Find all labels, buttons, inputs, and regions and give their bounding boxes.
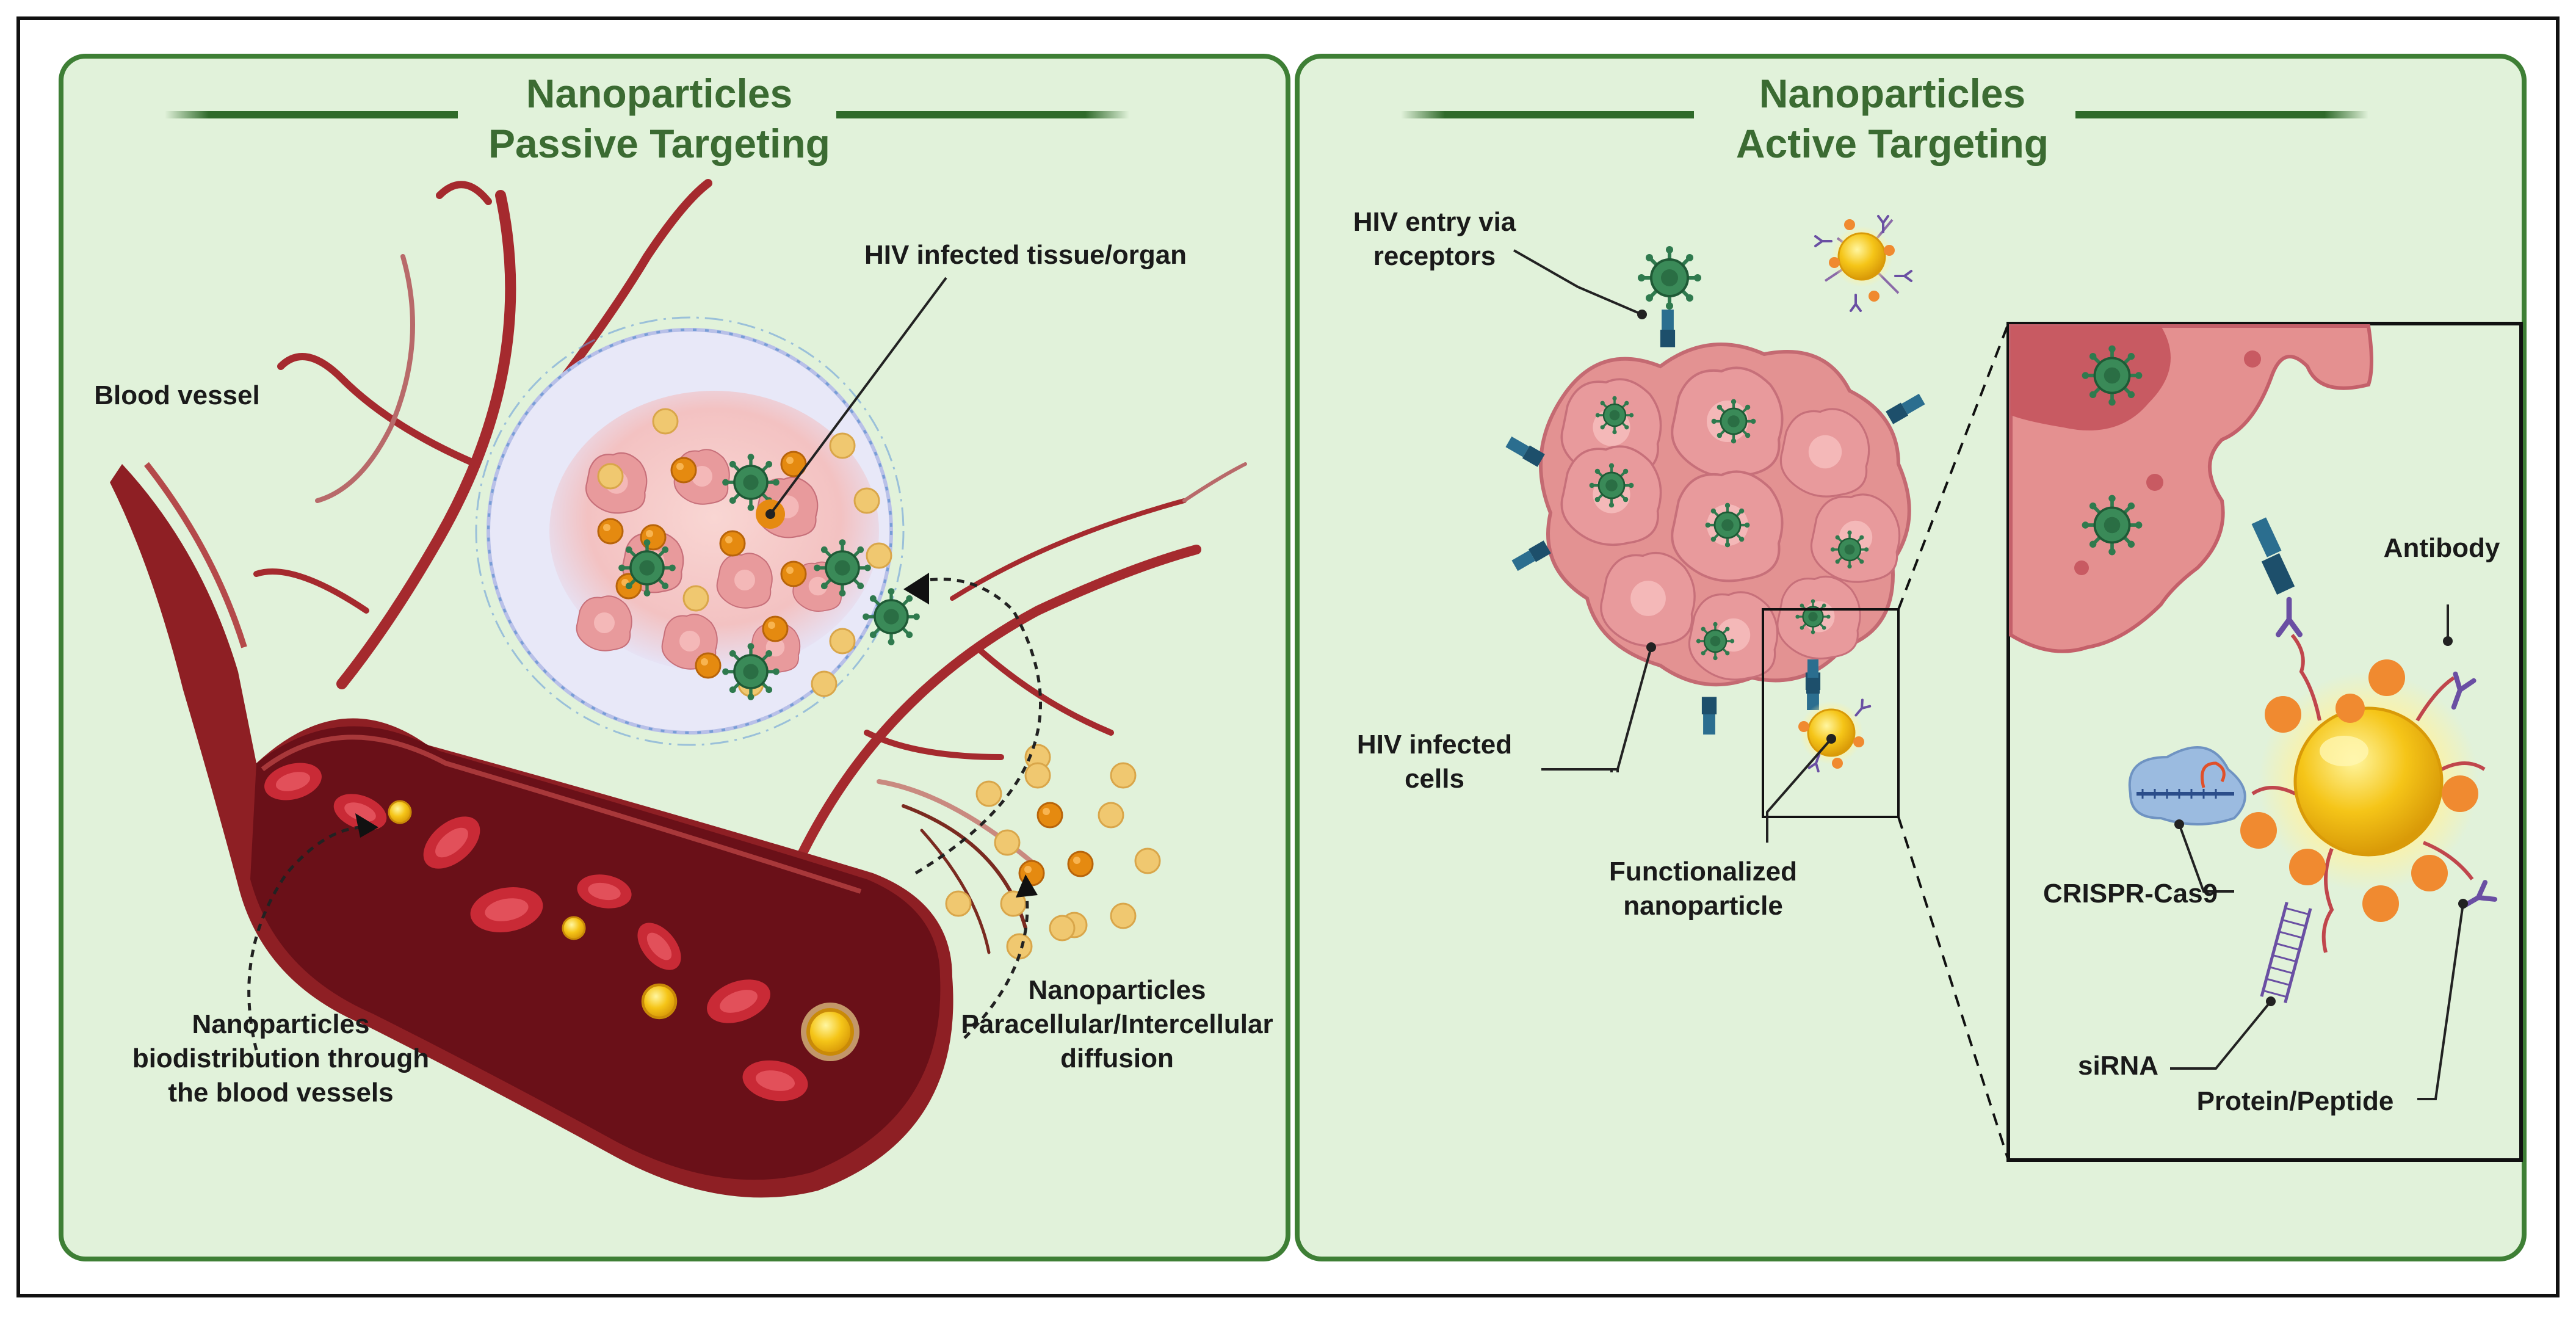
zoom-inset bbox=[2006, 322, 2523, 1162]
large-nanoparticle-icon bbox=[2240, 634, 2486, 953]
label-hiv-entry: HIV entry via receptors bbox=[1353, 207, 1516, 271]
panel-active bbox=[1295, 54, 2527, 1261]
zoom-lines bbox=[1897, 323, 2010, 1161]
inset-receptor bbox=[2251, 517, 2295, 595]
active-leaders bbox=[1513, 249, 2464, 1100]
small-functionalized-nanoparticle bbox=[1762, 608, 1900, 818]
panel-passive bbox=[59, 54, 1290, 1261]
label-hiv-tissue: HIV infected tissue/organ bbox=[864, 240, 1187, 270]
entering-virus-icon bbox=[1638, 246, 1701, 310]
infected-cell-cluster bbox=[1539, 343, 1911, 687]
crispr-cas9-icon bbox=[2128, 746, 2246, 825]
label-antibody: Antibody bbox=[2383, 533, 2500, 563]
floating-nanoparticle-icon bbox=[1814, 215, 1912, 312]
label-hiv-cells: HIV infected cells bbox=[1356, 730, 1513, 794]
label-diffusion: Nanoparticles Paracellular/Intercellular… bbox=[961, 975, 1273, 1073]
title-rule-left bbox=[165, 111, 458, 118]
active-title: Nanoparticles Active Targeting bbox=[1735, 71, 2049, 166]
passive-arrows bbox=[247, 578, 1043, 1051]
label-blood-vessel: Blood vessel bbox=[94, 380, 260, 410]
title-rule-right bbox=[836, 111, 1129, 118]
label-functionalized: Functionalized nanoparticle bbox=[1609, 857, 1797, 921]
label-leaders bbox=[769, 277, 947, 515]
leader-dots bbox=[1637, 310, 2468, 1006]
blood-vessel bbox=[110, 462, 953, 1198]
label-protein: Protein/Peptide bbox=[2196, 1086, 2394, 1116]
title-rule-right-2 bbox=[2075, 111, 2368, 118]
arrowheads bbox=[355, 573, 1038, 898]
passive-title: Nanoparticles Passive Targeting bbox=[488, 71, 830, 166]
title-rule-left-2 bbox=[1401, 111, 1694, 118]
label-sirna: siRNA bbox=[2077, 1051, 2159, 1081]
tissue-organ bbox=[475, 316, 920, 746]
sirna-icon bbox=[2260, 901, 2312, 1004]
figure-frame bbox=[16, 16, 2560, 1297]
label-biodistribution: Nanoparticles biodistribution through th… bbox=[132, 1009, 430, 1108]
label-crispr: CRISPR-Cas9 bbox=[2042, 879, 2218, 909]
